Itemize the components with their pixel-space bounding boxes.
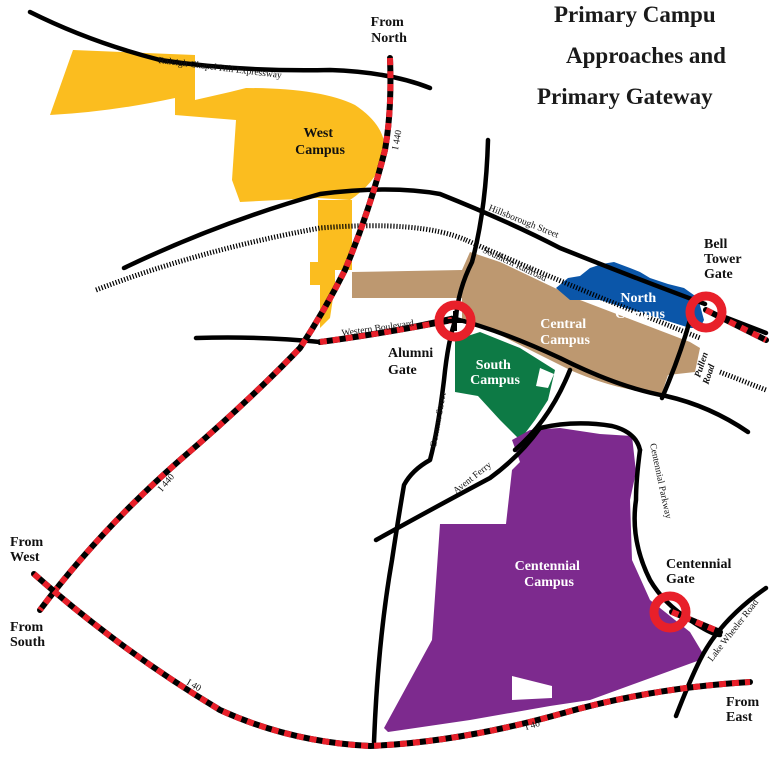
i440-north-label: I 440 [391,129,404,150]
raleigh-chapel-hill-expressway-road [27,9,433,91]
from-north-label: From North [371,15,408,46]
railroad-far-east [719,369,767,393]
gorman-street-label: Gorman Street [429,392,449,449]
north-campus-label: North Campus [615,291,665,322]
hillsborough-street-label: Hillsborough Street [487,204,560,241]
centennial-gate-label: Centennial Gate [666,557,735,587]
i40-east-label: I 40 [524,719,541,733]
central-campus-area[interactable] [352,252,700,393]
railroad-west [95,223,467,293]
pullen-road [659,317,693,401]
west-campus-label: West Campus [295,126,345,158]
hillsborough-street-road [121,187,708,307]
centennial-parkway-label: Centennial Parkway [647,443,673,520]
alumni-gate-marker[interactable] [434,300,476,342]
north-spine-road [453,137,491,321]
title-line-3: Primary Gateway [537,84,713,109]
title-line-1: Primary Campu [554,2,716,27]
south-campus-label: South Campus [470,358,520,388]
gorman-street-road [371,315,459,745]
railroad-east [464,237,701,341]
alumni-gate-label: Alumni Gate [388,346,437,378]
map-title: Primary Campu Approaches and Primary Gat… [537,2,726,109]
from-south-label: From South [10,620,47,650]
from-east-label: From East [726,695,763,725]
bell-tower-gate-label: Bell Tower Gate [704,237,745,282]
avent-ferry-road [373,421,643,543]
from-west-label: From West [10,535,47,565]
centennial-gate-marker[interactable] [649,591,691,633]
centennial-campus-area[interactable] [384,428,702,732]
title-line-2: Approaches and [566,43,726,68]
interstate-highways [31,55,769,750]
bell-tower-gate-marker[interactable] [685,291,727,333]
north-campus-area[interactable] [556,262,704,328]
central-south-road [449,315,751,435]
central-campus-label: Central Campus [540,317,590,348]
central-to-south-road [512,367,573,453]
centennial-campus-label: Centennial Campus [515,559,584,590]
lake-wheeler-road [673,585,769,719]
south-campus-area[interactable] [455,332,555,440]
